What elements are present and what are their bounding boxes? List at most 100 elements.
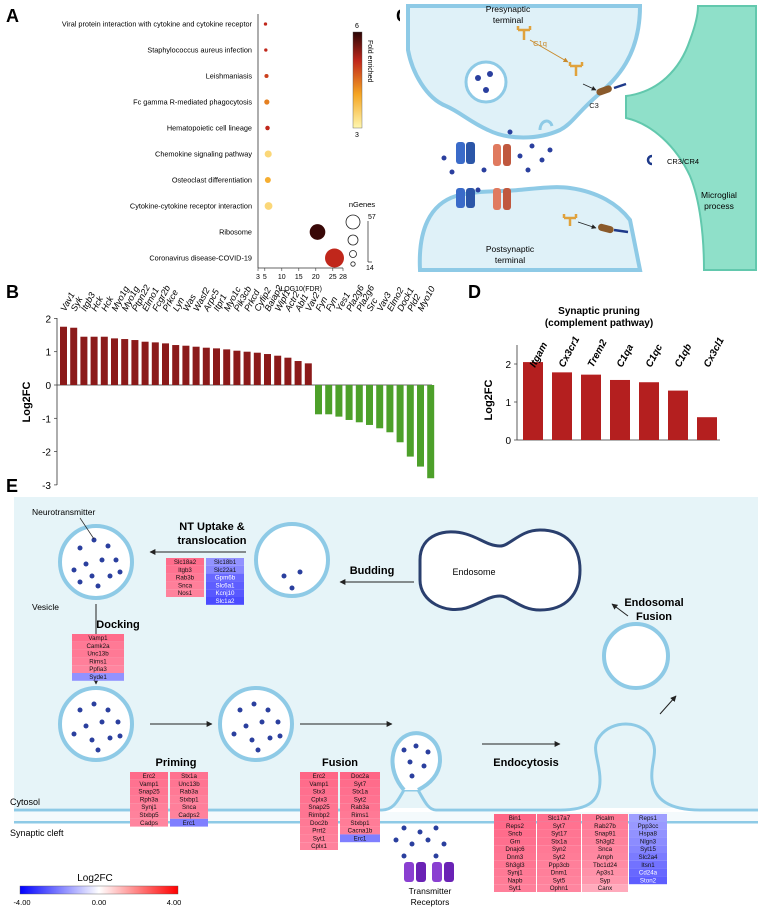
gene-cell <box>537 884 581 892</box>
gene-cell <box>170 811 208 819</box>
gene-cell-label: Cplx1 <box>311 843 327 850</box>
gene-cell-label: Cacna1b <box>348 828 373 835</box>
gene-cell <box>206 589 244 597</box>
gene-cell-label: Syt2 <box>553 854 566 861</box>
receptor-icon <box>503 188 511 210</box>
gene-cell <box>130 811 168 819</box>
gene-cell-label: Slc22a1 <box>214 567 237 574</box>
gene-bar <box>274 355 282 385</box>
panel-d-y-tick-label: 1 <box>505 398 511 409</box>
gene-cell <box>494 876 536 885</box>
panel-c-synapse-diagram: Presynaptic terminal Postsynaptic termin… <box>400 4 757 272</box>
postsynaptic-label-2: terminal <box>495 255 525 265</box>
log2fc-legend-max: 4.00 <box>167 898 182 907</box>
gene-cell <box>340 779 380 788</box>
gene-cell-label: Stx1a <box>352 789 368 796</box>
gene-cell-label: Snca <box>598 846 613 853</box>
gene-cell-label: Rimbp2 <box>308 812 330 819</box>
gene-cell-label: Unc13b <box>178 781 200 788</box>
postsynaptic-terminal <box>417 185 643 272</box>
log2fc-colorbar <box>19 885 179 895</box>
gene-cell-label: Ophn1 <box>550 885 569 892</box>
gene-cell <box>582 821 628 830</box>
microglial-label-1: Microglial <box>701 190 737 200</box>
panel-b-y-tick-label: 0 <box>45 381 51 392</box>
gene-cell-label: Rab3a <box>351 804 370 811</box>
c1q-icon <box>516 26 532 40</box>
gene-cell <box>629 860 667 869</box>
gene-cell <box>72 665 124 673</box>
gene-cell-label: Reps2 <box>506 823 524 830</box>
colorbar-min: 3 <box>355 132 359 139</box>
gene-cell <box>300 779 338 788</box>
presynaptic-label-1: Presynaptic <box>486 4 531 14</box>
gene-cell <box>72 657 124 666</box>
gene-cell-label: Erc2 <box>143 773 156 780</box>
gene-cell <box>629 814 667 822</box>
gene-cell-label: Rab3a <box>180 789 199 796</box>
gene-cell <box>494 853 536 861</box>
gene-cell <box>629 821 667 830</box>
gene-cell-label: Gpm6b <box>215 575 236 582</box>
gene-cell <box>582 829 628 838</box>
gene-cell <box>582 868 628 877</box>
gene-cell <box>166 589 204 597</box>
gene-cell-label: Ston2 <box>640 877 657 884</box>
vesicle-nt-dots <box>281 569 303 591</box>
gene-cell-label: Rims1 <box>351 812 369 819</box>
gene-cell <box>537 829 581 838</box>
gene-cell <box>340 834 380 843</box>
gene-bar <box>111 338 118 385</box>
size-legend-circle-tiny <box>350 261 356 267</box>
pathway-point <box>264 48 268 52</box>
gene-cell-label: Erc2 <box>313 773 326 780</box>
gene-cell <box>206 558 244 566</box>
microglial-process <box>625 5 757 271</box>
gene-cell-label: Doc2b <box>310 820 328 827</box>
gene-cell-label: Reps1 <box>639 815 657 822</box>
receptors-label-1: Transmitter <box>409 886 452 896</box>
c1q-arrow <box>529 39 569 63</box>
gene-cell <box>206 581 244 590</box>
gene-bar <box>417 385 424 467</box>
step-uptake-label-1: NT Uptake & <box>179 521 244 533</box>
pathway-point <box>263 22 268 26</box>
released-neurotransmitters <box>393 743 447 859</box>
gene-cell <box>537 860 581 869</box>
nt-dot <box>475 75 481 81</box>
panel-b-y-tick-label: 2 <box>45 314 51 325</box>
gene-bar <box>121 339 129 385</box>
gene-cell-label: Ap3s1 <box>596 870 614 877</box>
size-legend-circle-medium <box>347 234 359 246</box>
pathway-point <box>264 73 269 79</box>
gene-cell <box>72 649 124 658</box>
gene-cell <box>170 779 208 788</box>
complement-gene-label: Itgam <box>528 341 550 370</box>
gene-cell-label: Itgb3 <box>178 567 192 574</box>
gene-cell <box>629 868 667 877</box>
neurotransmitter-pointer <box>79 517 95 540</box>
gene-bar <box>345 385 353 420</box>
gene-cell-label: Dnm1 <box>551 870 568 877</box>
gene-cell <box>130 772 168 780</box>
receptors-label-2: Receptors <box>411 897 450 907</box>
gene-cell-label: Snap25 <box>138 789 160 796</box>
gene-cell-label: Bin1 <box>509 815 522 822</box>
gene-cell-label: Syn2 <box>552 846 567 853</box>
colorbar-title: Fold enriched <box>366 40 373 83</box>
gene-cell <box>170 787 208 796</box>
panel-b-bar-chart: Vav1SykItgb3HckHckMyo1gMyo1gPtpn22Elmo1F… <box>21 283 437 492</box>
gene-cell-label: Stxbp5 <box>139 812 159 819</box>
panel-letter-a: A <box>6 6 19 26</box>
channel-icon <box>466 142 475 164</box>
gene-cell <box>166 573 204 582</box>
panel-a-x-tick-label: 10 <box>278 274 286 281</box>
pathway-point <box>265 125 270 131</box>
synaptic-cleft-label: Synaptic cleft <box>10 828 64 838</box>
gene-cell-label: Ppp3cb <box>549 862 571 869</box>
panel-d-bar-chart: Synaptic pruning (complement pathway) It… <box>483 306 727 447</box>
colorbar-max: 6 <box>355 23 359 30</box>
gene-cell <box>300 811 338 819</box>
log2fc-legend-mid: 0.00 <box>92 898 107 907</box>
